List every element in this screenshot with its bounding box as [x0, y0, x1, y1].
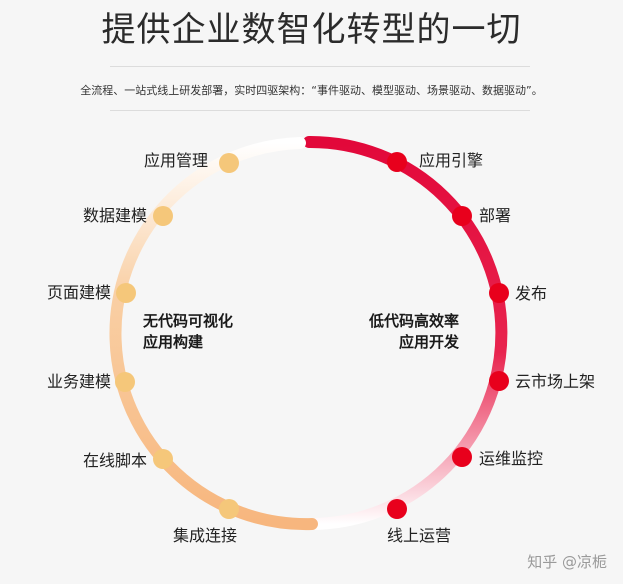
- right-group-title-line2: 应用开发: [399, 333, 460, 351]
- node-app-engine: [387, 152, 407, 172]
- label-cloud-market: 云市场上架: [515, 372, 596, 391]
- left-group-title-line1: 无代码可视化: [143, 312, 234, 330]
- page-subtitle: 全流程、一站式线上研发部署，实时四驱架构：“事件驱动、模型驱动、场景驱动、数据驱…: [80, 84, 543, 97]
- label-online-ops: 线上运营: [387, 526, 452, 545]
- right-nodes: [387, 152, 509, 519]
- right-group-title-line1: 低代码高效率: [369, 312, 460, 330]
- label-app-engine: 应用引擎: [419, 151, 484, 170]
- node-app-management: [219, 153, 239, 173]
- label-integration: 集成连接: [172, 526, 237, 545]
- node-deploy: [452, 206, 472, 226]
- node-data-modeling: [153, 206, 173, 226]
- label-data-modeling: 数据建模: [82, 206, 147, 225]
- left-group-title-line2: 应用构建: [143, 333, 204, 351]
- node-cloud-market: [489, 371, 509, 391]
- label-business-modeling: 业务建模: [46, 372, 111, 391]
- label-app-management: 应用管理: [143, 151, 208, 170]
- title-divider-bottom: [110, 110, 530, 111]
- right-group-title: 低代码高效率 应用开发: [369, 311, 459, 353]
- left-nodes: [115, 153, 239, 519]
- label-ops-monitor: 运维监控: [479, 449, 544, 468]
- page-title: 提供企业数智化转型的一切: [101, 10, 522, 50]
- node-integration: [219, 499, 239, 519]
- left-group-title: 无代码可视化 应用构建: [143, 311, 233, 353]
- watermark: 知乎 @凉栀: [527, 553, 607, 571]
- label-deploy: 部署: [479, 206, 512, 225]
- label-page-modeling: 页面建模: [46, 283, 111, 302]
- label-publish: 发布: [515, 284, 548, 303]
- label-online-script: 在线脚本: [82, 451, 147, 470]
- node-publish: [489, 283, 509, 303]
- node-ops-monitor: [452, 447, 472, 467]
- node-online-ops: [387, 499, 407, 519]
- title-divider-top: [110, 66, 530, 67]
- node-page-modeling: [116, 283, 136, 303]
- node-online-script: [153, 449, 173, 469]
- node-business-modeling: [115, 372, 135, 392]
